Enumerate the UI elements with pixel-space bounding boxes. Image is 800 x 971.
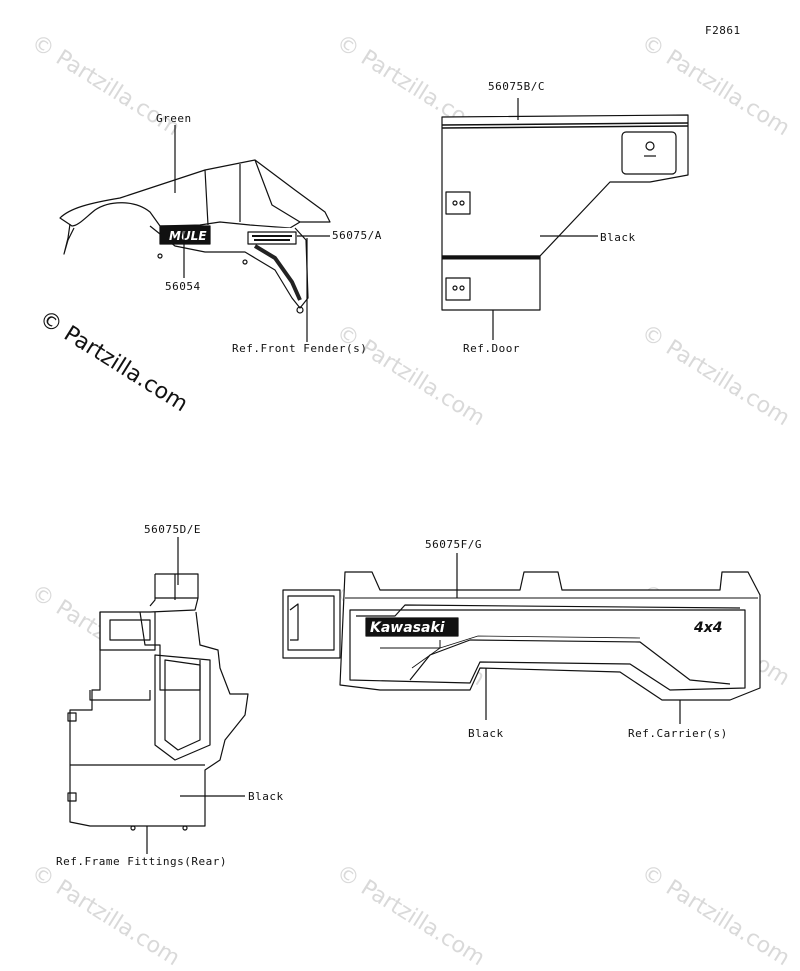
label-black-carrier: Black xyxy=(468,727,504,740)
label-56054: 56054 xyxy=(165,280,201,293)
label-green: Green xyxy=(156,112,192,125)
label-56075a: 56075/A xyxy=(332,229,382,242)
label-black-door: Black xyxy=(600,231,636,244)
label-56075fg: 56075F/G xyxy=(425,538,482,551)
label-ref-carrier: Ref.Carrier(s) xyxy=(628,727,728,740)
label-56075bc: 56075B/C xyxy=(488,80,545,93)
four-by-four-decal-text: 4x4 xyxy=(693,620,723,636)
label-56075de: 56075D/E xyxy=(144,523,201,536)
door-drawing xyxy=(441,114,689,311)
label-black-frame: Black xyxy=(248,790,284,803)
kawasaki-decal-text: Kawasaki xyxy=(370,620,445,636)
carrier-drawing: Kawasaki 4x4 xyxy=(282,571,761,701)
figure-id: F2861 xyxy=(705,24,741,37)
label-ref-door: Ref.Door xyxy=(463,342,520,355)
front-fender-drawing: MULE xyxy=(59,159,331,314)
label-ref-frame-fittings: Ref.Frame Fittings(Rear) xyxy=(56,855,227,868)
mule-decal-text: MULE xyxy=(169,229,207,243)
label-ref-front-fender: Ref.Front Fender(s) xyxy=(232,342,368,355)
frame-fittings-drawing xyxy=(67,573,249,831)
